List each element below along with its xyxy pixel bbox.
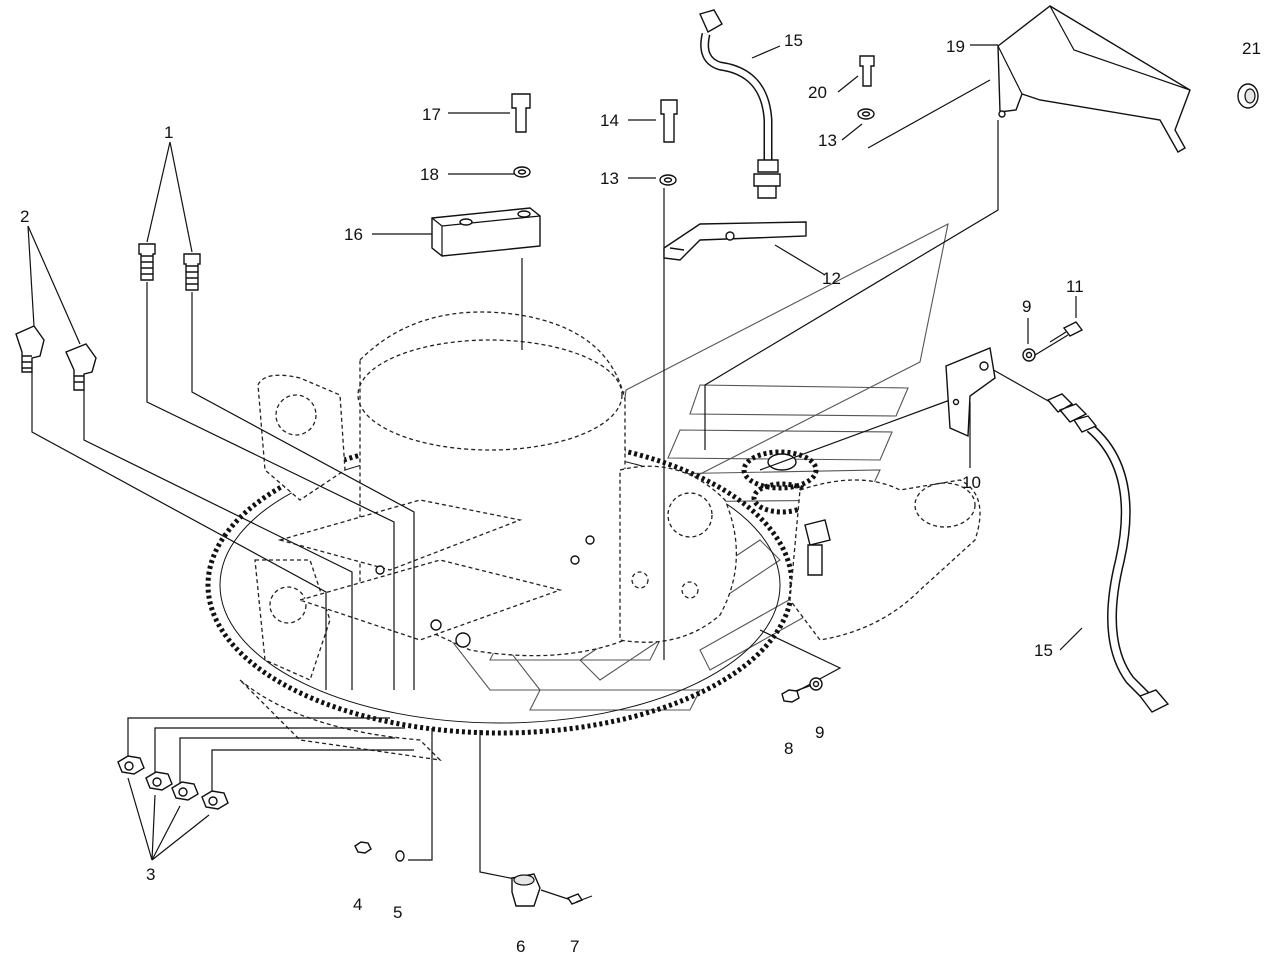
callout-12: 12 <box>822 269 841 288</box>
part-nut-8 <box>781 689 800 703</box>
part-washer-9 <box>809 348 1036 691</box>
part-bolt-17 <box>511 93 531 133</box>
part-elbow-fittings-2 <box>15 325 97 391</box>
part-screw-11 <box>1049 321 1084 343</box>
callout-7: 7 <box>570 937 579 956</box>
part-washer-5 <box>395 850 405 862</box>
callout-15a: 15 <box>784 31 803 50</box>
part-clamp-6 <box>511 873 541 907</box>
part-washer-18 <box>513 166 531 178</box>
callout-2: 2 <box>20 207 29 226</box>
part-bolt-14 <box>660 99 678 143</box>
part-cap-21 <box>1237 83 1259 109</box>
part-nuts-3 <box>117 755 229 810</box>
callout-4: 4 <box>353 895 362 914</box>
callout-10: 10 <box>962 473 981 492</box>
pinion-gear <box>741 449 819 491</box>
callout-14: 14 <box>600 111 619 130</box>
callout-13a: 13 <box>600 169 619 188</box>
part-bracket-12 <box>663 221 807 261</box>
callout-9a: 9 <box>815 723 824 742</box>
slewing-housing <box>205 311 981 761</box>
part-hose-15 <box>699 9 1170 713</box>
callout-19: 19 <box>946 37 965 56</box>
part-bracket-10 <box>945 347 996 438</box>
callout-6: 6 <box>516 937 525 956</box>
callout-1: 1 <box>164 123 173 142</box>
callout-15b: 15 <box>1034 641 1053 660</box>
callout-13b: 13 <box>818 131 837 150</box>
callout-21: 21 <box>1242 39 1261 58</box>
callout-16: 16 <box>344 225 363 244</box>
part-block-16 <box>431 207 541 257</box>
callout-8: 8 <box>784 739 793 758</box>
part-bolt-20 <box>859 55 875 87</box>
leader-lines <box>27 44 1083 901</box>
callout-20: 20 <box>808 83 827 102</box>
part-nut-4 <box>354 841 372 854</box>
callout-17: 17 <box>422 105 441 124</box>
callout-3: 3 <box>146 865 155 884</box>
callout-5: 5 <box>393 903 402 922</box>
part-screw-7 <box>566 893 593 905</box>
callout-11: 11 <box>1066 277 1084 296</box>
callout-labels: 1 2 3 4 5 6 7 8 9 9 10 11 12 13 13 14 15… <box>20 31 1261 956</box>
callout-18: 18 <box>420 165 439 184</box>
callout-9b: 9 <box>1022 297 1031 316</box>
part-cover-19 <box>997 5 1191 153</box>
part-bolts-1 <box>138 243 201 291</box>
part-washers-13 <box>659 108 875 186</box>
